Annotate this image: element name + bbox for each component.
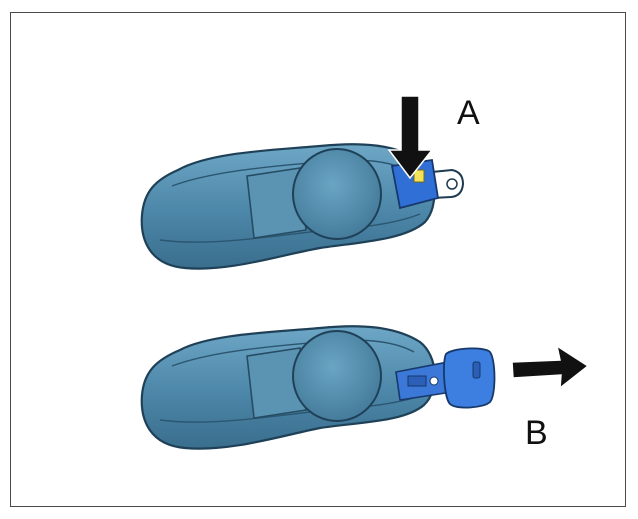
fob-panel-bottom xyxy=(246,347,307,419)
key-ring-hole xyxy=(446,178,458,190)
emergency-key-head xyxy=(443,347,496,409)
key-head-slot xyxy=(472,361,481,379)
fob-seam-bottom xyxy=(159,213,421,243)
key-blade-slot xyxy=(407,375,427,387)
key-fob-top xyxy=(140,95,465,270)
release-latch xyxy=(413,169,425,183)
key-fob-bottom xyxy=(140,325,590,450)
down-arrow-icon xyxy=(387,95,434,180)
key-blade-notch xyxy=(429,376,439,386)
fob-panel-top xyxy=(246,167,307,239)
right-arrow-icon xyxy=(511,344,590,390)
fob-round-button-bottom xyxy=(292,330,382,422)
fob-round-button-top xyxy=(292,148,382,240)
callout-b: B xyxy=(525,414,548,452)
callout-a: A xyxy=(457,94,480,132)
